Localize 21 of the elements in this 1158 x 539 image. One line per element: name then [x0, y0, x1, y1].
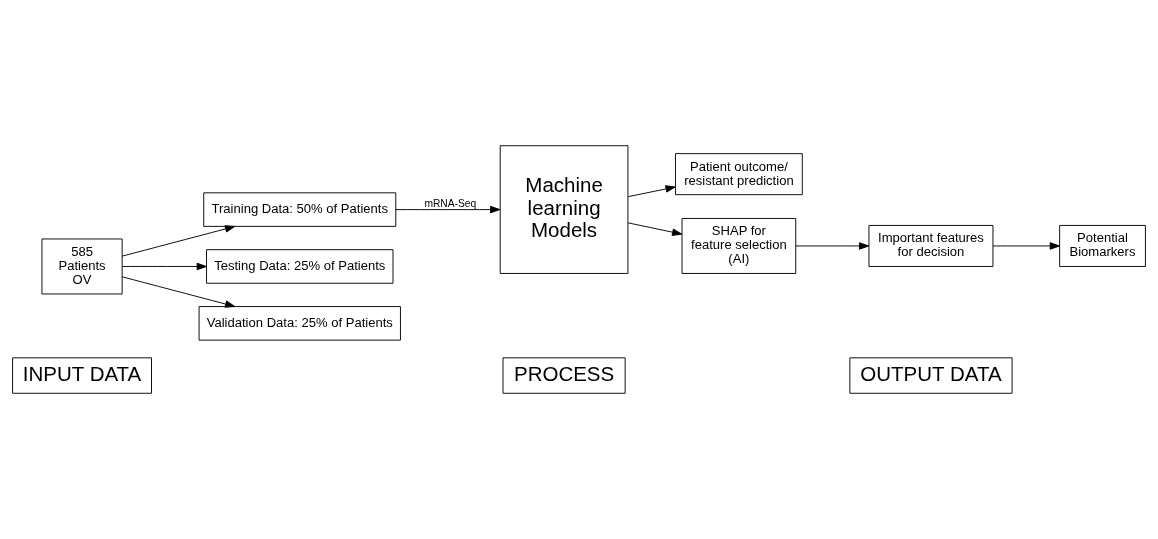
node-box: Validation Data: 25% of Patients: [198, 306, 401, 341]
node-box: OUTPUT DATA: [849, 357, 1013, 394]
node-box: Training Data: 50% of Patients: [203, 192, 397, 227]
node-box: Important features for decision: [868, 225, 994, 267]
edge-label: mRNA-Seq: [424, 197, 477, 209]
arrow: [795, 242, 870, 250]
node-box: Potential Biomarkers: [1059, 225, 1146, 267]
arrow: [627, 222, 683, 236]
node-box: 585 Patients OV: [41, 238, 123, 295]
node-box: PROCESS: [502, 357, 626, 394]
node-box: Testing Data: 25% of Patients: [206, 249, 394, 284]
node-box: INPUT DATA: [12, 357, 152, 394]
arrow: [121, 276, 236, 308]
arrow: [627, 185, 676, 198]
node-box: Patient outcome/ resistant prediction: [675, 153, 803, 196]
arrow: [992, 242, 1060, 250]
arrow: [121, 262, 207, 271]
node-box: Machine learning Models: [499, 145, 629, 274]
node-box: SHAP for feature selection (AI): [681, 218, 797, 274]
arrow: [395, 205, 501, 214]
arrow: [121, 225, 236, 257]
